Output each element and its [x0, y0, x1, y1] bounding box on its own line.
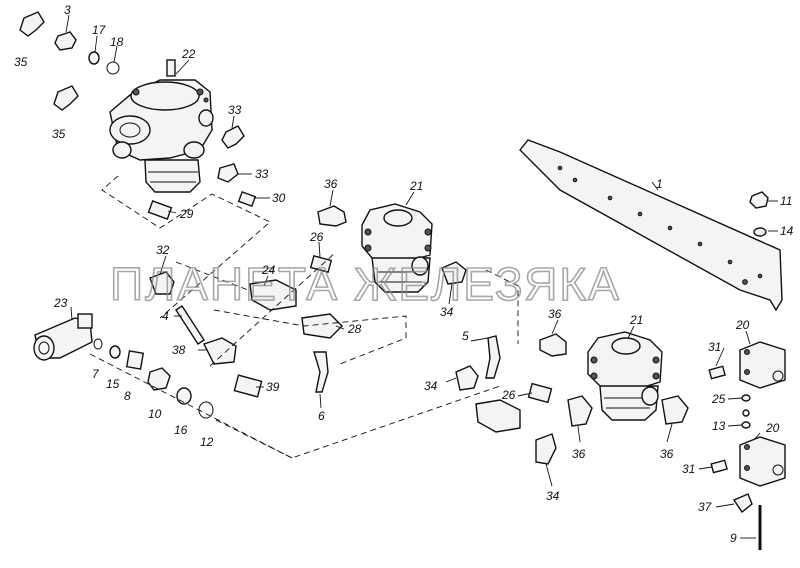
label-10: 10: [148, 407, 162, 421]
label-34-mid: 34: [440, 305, 454, 319]
label-13: 13: [712, 419, 726, 433]
pipes: [175, 305, 501, 393]
watermark: ПЛАНЕТА ЖЕЛЕЗЯКА: [110, 258, 621, 310]
label-24: 24: [261, 263, 276, 277]
label-37: 37: [698, 500, 713, 514]
fittings: [19, 11, 769, 550]
label-33-low: 33: [255, 167, 269, 181]
relay-valve-22: [109, 59, 214, 193]
bracket-plate: [519, 139, 783, 312]
brake-valve-21-lower: [587, 331, 663, 421]
label-6: 6: [318, 409, 325, 423]
label-35-mid: 35: [52, 127, 66, 141]
label-25: 25: [711, 392, 726, 406]
leader-lines: [65, 14, 778, 539]
label-20-upper: 20: [735, 318, 750, 332]
label-35-top: 35: [14, 55, 28, 69]
label-22: 22: [181, 47, 196, 61]
label-36-right-far: 36: [660, 447, 674, 461]
label-3: 3: [64, 3, 71, 17]
label-36-right-top: 36: [548, 307, 562, 321]
label-28: 28: [347, 322, 362, 336]
label-38: 38: [172, 343, 186, 357]
brake-valve-21-upper: [361, 203, 433, 293]
label-33-top: 33: [228, 103, 242, 117]
label-18: 18: [110, 35, 124, 49]
valve-23: [33, 313, 93, 361]
label-1: 1: [656, 177, 663, 191]
label-21-lower: 21: [629, 313, 643, 327]
label-30: 30: [272, 191, 286, 205]
label-31-upper: 31: [708, 340, 721, 354]
label-32: 32: [156, 243, 170, 257]
label-36-right-low: 36: [572, 447, 586, 461]
label-15: 15: [106, 377, 120, 391]
part-labels: 35 3 17 18 22 35 33 33 30 29 36 21 26 24…: [14, 3, 794, 545]
label-4: 4: [162, 309, 169, 323]
label-34-bottom: 34: [546, 489, 560, 503]
label-5: 5: [462, 329, 469, 343]
assembly-lines: [89, 175, 519, 459]
label-21-upper: 21: [409, 179, 423, 193]
label-7: 7: [92, 367, 100, 381]
label-14: 14: [780, 224, 794, 238]
tee-block-20-lower: [739, 436, 786, 487]
label-12: 12: [200, 435, 214, 449]
label-31-lower: 31: [682, 462, 695, 476]
label-36-mid: 36: [324, 177, 338, 191]
label-17: 17: [92, 23, 107, 37]
label-26-mid: 26: [309, 230, 324, 244]
label-16: 16: [174, 423, 188, 437]
label-39: 39: [266, 380, 280, 394]
label-8: 8: [124, 389, 131, 403]
label-34-right: 34: [424, 379, 438, 393]
label-20-lower: 20: [765, 421, 780, 435]
label-26-right: 26: [501, 388, 516, 402]
label-9: 9: [730, 531, 737, 545]
tee-block-20-upper: [739, 341, 786, 389]
label-23: 23: [53, 296, 68, 310]
label-29: 29: [179, 207, 194, 221]
label-11: 11: [780, 194, 792, 208]
